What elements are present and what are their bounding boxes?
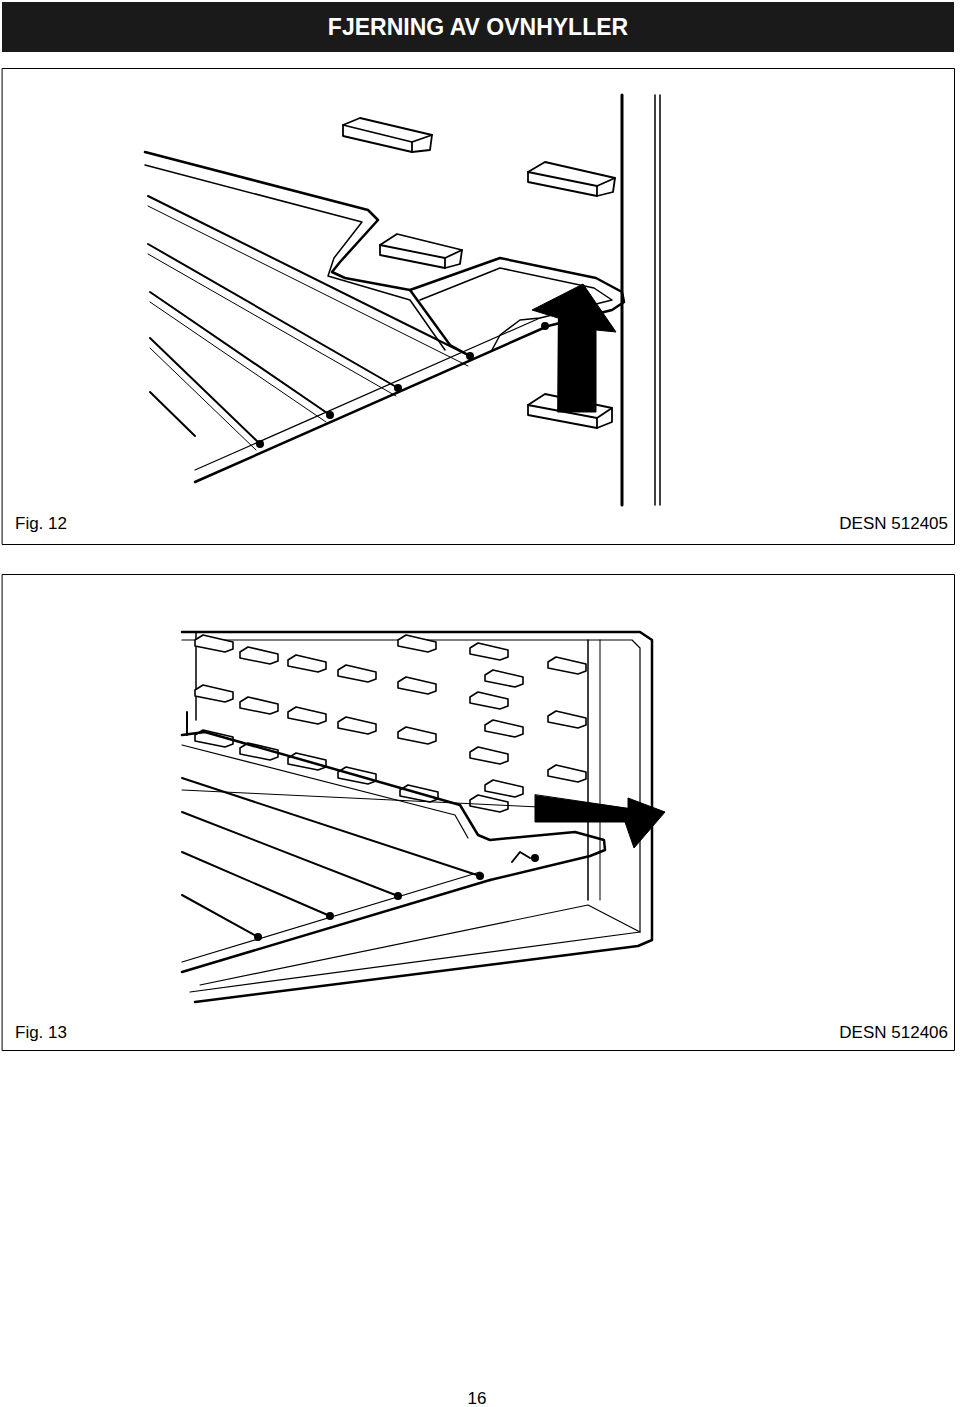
- figure-frame: [3, 575, 955, 1051]
- rack-slot: [398, 635, 436, 652]
- rack-slot: [548, 711, 586, 728]
- rack-slot: [288, 707, 326, 724]
- rack-slot: [485, 780, 523, 797]
- rack-slot: [288, 655, 326, 672]
- oven-interior-illustration: [182, 632, 665, 1002]
- page-number: 16: [468, 1389, 487, 1407]
- drawing-number: DESN 512406: [839, 1023, 948, 1043]
- figure-frame: [3, 69, 955, 545]
- drawing-number: DESN 512405: [839, 514, 948, 534]
- figure-number: Fig. 12: [15, 514, 67, 534]
- rack-slot: [195, 685, 233, 702]
- rack-slot: [195, 635, 233, 652]
- rack-slot: [470, 692, 508, 709]
- rack-slot: [548, 765, 586, 782]
- rack-slot: [548, 657, 586, 674]
- rack-slot: [470, 643, 508, 660]
- oven-rack-illustration: [145, 95, 660, 505]
- rack-slot: [338, 665, 376, 682]
- rack-slot: [240, 647, 278, 664]
- rack-slot: [338, 717, 376, 734]
- rack-slot: [398, 727, 436, 744]
- page-title: FJERNING AV OVNHYLLER: [328, 14, 628, 41]
- rack-slot: [485, 670, 523, 687]
- figure-number: Fig. 13: [15, 1023, 67, 1043]
- rack-slot: [398, 677, 436, 694]
- rack-slot: [240, 697, 278, 714]
- rack-slot: [485, 720, 523, 737]
- rack-slot: [470, 747, 508, 764]
